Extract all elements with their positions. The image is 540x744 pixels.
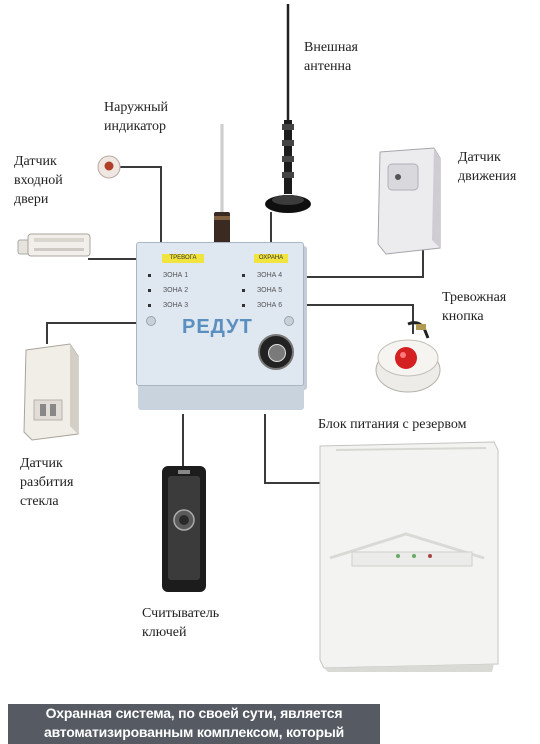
zone-4: ЗОНА 4: [242, 268, 282, 283]
panel-brand-logo: РЕДУТ: [182, 316, 253, 338]
caption-banner: Охранная система, по своей сути, являетс…: [8, 704, 380, 744]
motion-sensor-label: Датчик движения: [458, 148, 516, 186]
caption-line2: автоматизированным комплексом, который: [43, 724, 345, 740]
wire-motion-v: [422, 246, 424, 278]
zone-1: ЗОНА 1: [148, 268, 188, 283]
zone-3: ЗОНА 3: [148, 298, 188, 313]
power-supply-unit-icon: [319, 441, 499, 672]
wire-glass-v: [46, 322, 48, 344]
zone-4-label: ЗОНА 4: [257, 272, 283, 279]
wire-door-sensor: [88, 258, 138, 260]
indicator-led-icon: [97, 155, 121, 179]
key-reader-icon: [162, 466, 206, 592]
glass-sensor-label: Датчик разбития стекла: [20, 454, 73, 511]
door-sensor-label-line2: входной: [14, 173, 63, 188]
panel-left-header: ТРЕВОГА: [162, 254, 204, 263]
zone-list-left: ЗОНА 1 ЗОНА 2 ЗОНА 3: [148, 268, 188, 313]
key-reader-label-line2: ключей: [142, 625, 187, 640]
panel-screw-right: [284, 316, 294, 326]
panic-button-label: Тревожная кнопка: [442, 288, 506, 326]
wire-indicator-h: [112, 166, 160, 168]
door-sensor-icon: [17, 233, 91, 257]
key-reader-label: Считыватель ключей: [142, 604, 219, 642]
door-sensor-label-line1: Датчик: [14, 154, 57, 169]
indicator-label-line1: Наружный: [104, 100, 169, 115]
zone-3-label: ЗОНА 3: [163, 302, 189, 309]
antenna-label: Внешная антенна: [304, 38, 358, 76]
wire-motion-h: [304, 276, 424, 278]
glass-sensor-label-line3: стекла: [20, 494, 59, 509]
glass-sensor-label-line1: Датчик: [20, 456, 63, 471]
zone-2-label: ЗОНА 2: [163, 287, 189, 294]
zone-list-right: ЗОНА 4 ЗОНА 5 ЗОНА 6: [242, 268, 282, 313]
glass-sensor-label-line2: разбития: [20, 475, 74, 490]
zone-2: ЗОНА 2: [148, 283, 188, 298]
motion-sensor-label-line2: движения: [458, 169, 517, 184]
wire-power-v: [264, 414, 266, 484]
wire-glass-h: [46, 322, 138, 324]
wire-power-h: [264, 482, 322, 484]
zone-5-label: ЗОНА 5: [257, 287, 283, 294]
external-antenna-icon: [265, 4, 311, 213]
indicator-label: Наружный индикатор: [104, 98, 168, 136]
panel-screw-left: [146, 316, 156, 326]
wire-key-reader: [182, 414, 184, 472]
wire-panic-v: [412, 304, 414, 334]
zone-1-label: ЗОНА 1: [163, 272, 189, 279]
panic-button-label-line2: кнопка: [442, 309, 484, 324]
panic-button-label-line1: Тревожная: [442, 290, 507, 305]
indicator-label-line2: индикатор: [104, 119, 166, 134]
door-sensor-label-line3: двери: [14, 192, 49, 207]
power-unit-label: Блок питания с резервом: [318, 417, 467, 432]
panic-button-icon: [375, 321, 441, 393]
zone-6: ЗОНА 6: [242, 298, 282, 313]
zone-5: ЗОНА 5: [242, 283, 282, 298]
antenna-label-line1: Внешная: [304, 40, 358, 55]
zone-6-label: ЗОНА 6: [257, 302, 283, 309]
wire-antenna: [270, 212, 272, 242]
motion-sensor-icon: [377, 147, 441, 255]
caption-line1: Охранная система, по своей сути, являетс…: [45, 705, 343, 721]
wire-indicator-v: [160, 166, 162, 248]
control-panel: ТРЕВОГА ОХРАНА ЗОНА 1 ЗОНА 2 ЗОНА 3 ЗОНА…: [136, 124, 306, 414]
glass-break-sensor-icon: [23, 343, 79, 441]
key-reader-port-icon: [258, 334, 294, 370]
key-reader-label-line1: Считыватель: [142, 606, 220, 621]
door-sensor-label: Датчик входной двери: [14, 152, 63, 209]
panel-antenna-icon: [214, 124, 230, 244]
motion-sensor-label-line1: Датчик: [458, 150, 501, 165]
panel-right-header: ОХРАНА: [254, 254, 288, 263]
wire-panic-h: [304, 304, 414, 306]
antenna-label-line2: антенна: [304, 59, 352, 74]
